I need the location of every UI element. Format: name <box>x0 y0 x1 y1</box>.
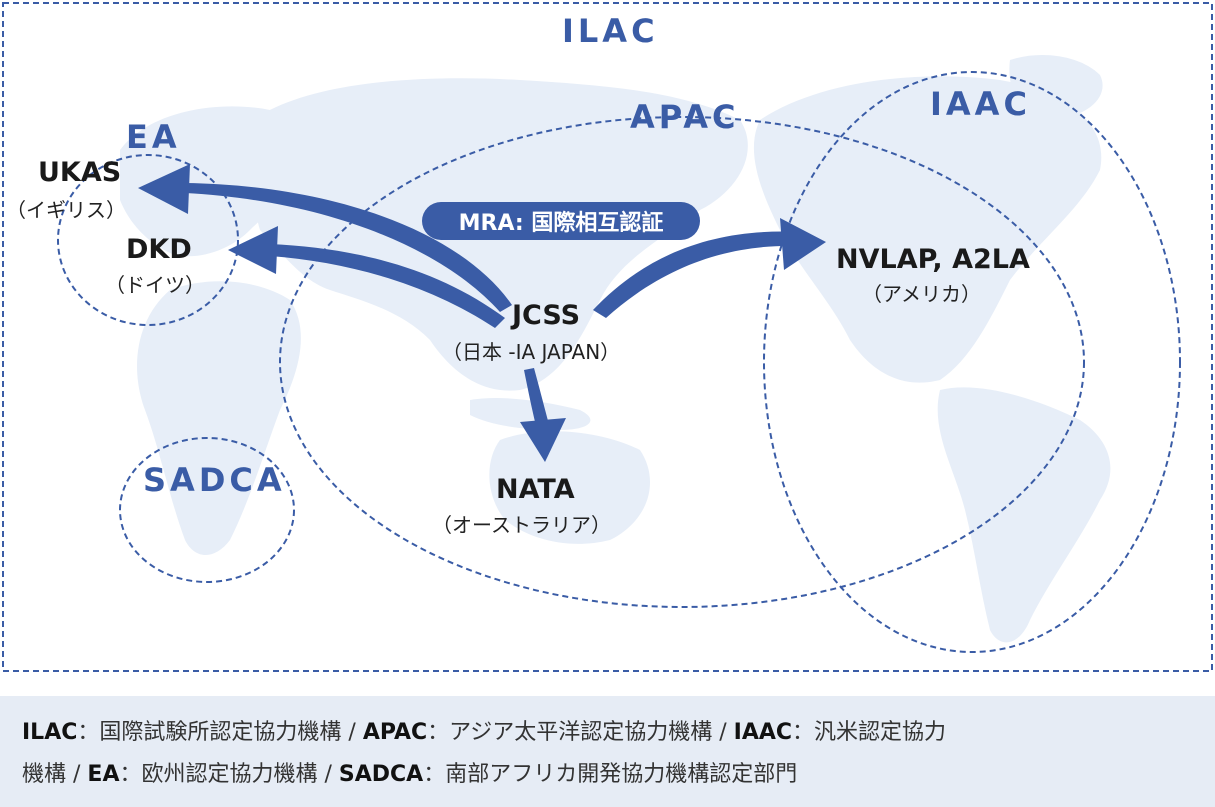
arrow-head-ukas <box>138 164 190 214</box>
legend-abbr-iaac: IAAC <box>733 720 793 745</box>
legend-desc-iaac: ：汎米認定協力 <box>792 720 947 745</box>
legend-separator: / <box>712 720 734 745</box>
sadca-boundary <box>119 437 295 583</box>
legend-panel: ILAC：国際試験所認定協力機構 / APAC：アジア太平洋認定協力機構 / I… <box>0 696 1215 807</box>
legend-desc-apac: ：アジア太平洋認定協力機構 <box>427 720 713 745</box>
iaac-boundary <box>763 71 1181 653</box>
body-country-nvlap: （アメリカ） <box>862 282 981 306</box>
arrow-to-nata <box>524 368 550 430</box>
body-country-nata: （オーストラリア） <box>432 513 611 537</box>
body-name-nata: NATA <box>496 474 575 505</box>
body-name-dkd: DKD <box>126 234 192 265</box>
ilac-boundary <box>2 2 1213 672</box>
region-label-apac: APAC <box>630 98 740 136</box>
map-north-america <box>753 76 1102 383</box>
legend-separator: / <box>66 762 88 787</box>
map-greenland <box>1009 55 1103 119</box>
legend-abbr-ilac: ILAC <box>22 720 78 745</box>
legend-abbr-sadca: SADCA <box>338 762 424 787</box>
legend-desc-iaac-cont: 機構 <box>22 762 67 787</box>
legend-separator: / <box>341 720 363 745</box>
apac-boundary <box>279 116 1085 608</box>
legend-line-1: ILAC：国際試験所認定協力機構 / APAC：アジア太平洋認定協力機構 / I… <box>22 714 946 746</box>
legend-desc-ilac: ：国際試験所認定協力機構 <box>77 720 342 745</box>
body-country-jcss: （日本 -IA JAPAN） <box>442 340 621 364</box>
body-country-dkd: （ドイツ） <box>105 273 205 297</box>
body-name-nvlap: NVLAP, A2LA <box>836 244 1030 275</box>
mra-badge: MRA: 国際相互認証 <box>422 202 700 240</box>
mra-arrows <box>138 164 826 462</box>
body-name-ukas: UKAS <box>38 157 122 188</box>
body-name-jcss: JCSS <box>512 300 581 331</box>
map-south-america <box>937 387 1111 643</box>
legend-desc-sadca: ：南部アフリカ開発協力機構認定部門 <box>423 762 798 787</box>
body-country-ukas: （イギリス） <box>6 198 126 222</box>
diagram-canvas <box>2 2 1213 672</box>
region-label-ea: EA <box>126 118 181 156</box>
region-label-iaac: IAAC <box>930 85 1031 123</box>
legend-desc-ea: ：欧州認定協力機構 <box>119 762 318 787</box>
region-label-ilac: ILAC <box>562 12 659 50</box>
arrow-to-nvlap <box>593 231 800 318</box>
legend-separator: / <box>317 762 339 787</box>
map-australia <box>489 431 650 544</box>
legend-abbr-ea: EA <box>87 762 120 787</box>
region-label-sadca: SADCA <box>143 461 286 499</box>
arrow-head-nvlap <box>780 218 826 270</box>
legend-abbr-apac: APAC <box>362 720 428 745</box>
map-africa <box>137 281 301 555</box>
arrow-to-ukas <box>185 183 512 312</box>
legend-line-2: 機構 / EA：欧州認定協力機構 / SADCA：南部アフリカ開発協力機構認定部… <box>22 756 797 788</box>
ea-boundary <box>57 154 239 326</box>
arrow-head-nata <box>520 418 566 462</box>
arrow-to-dkd <box>270 244 505 328</box>
arrow-head-dkd <box>228 226 278 274</box>
